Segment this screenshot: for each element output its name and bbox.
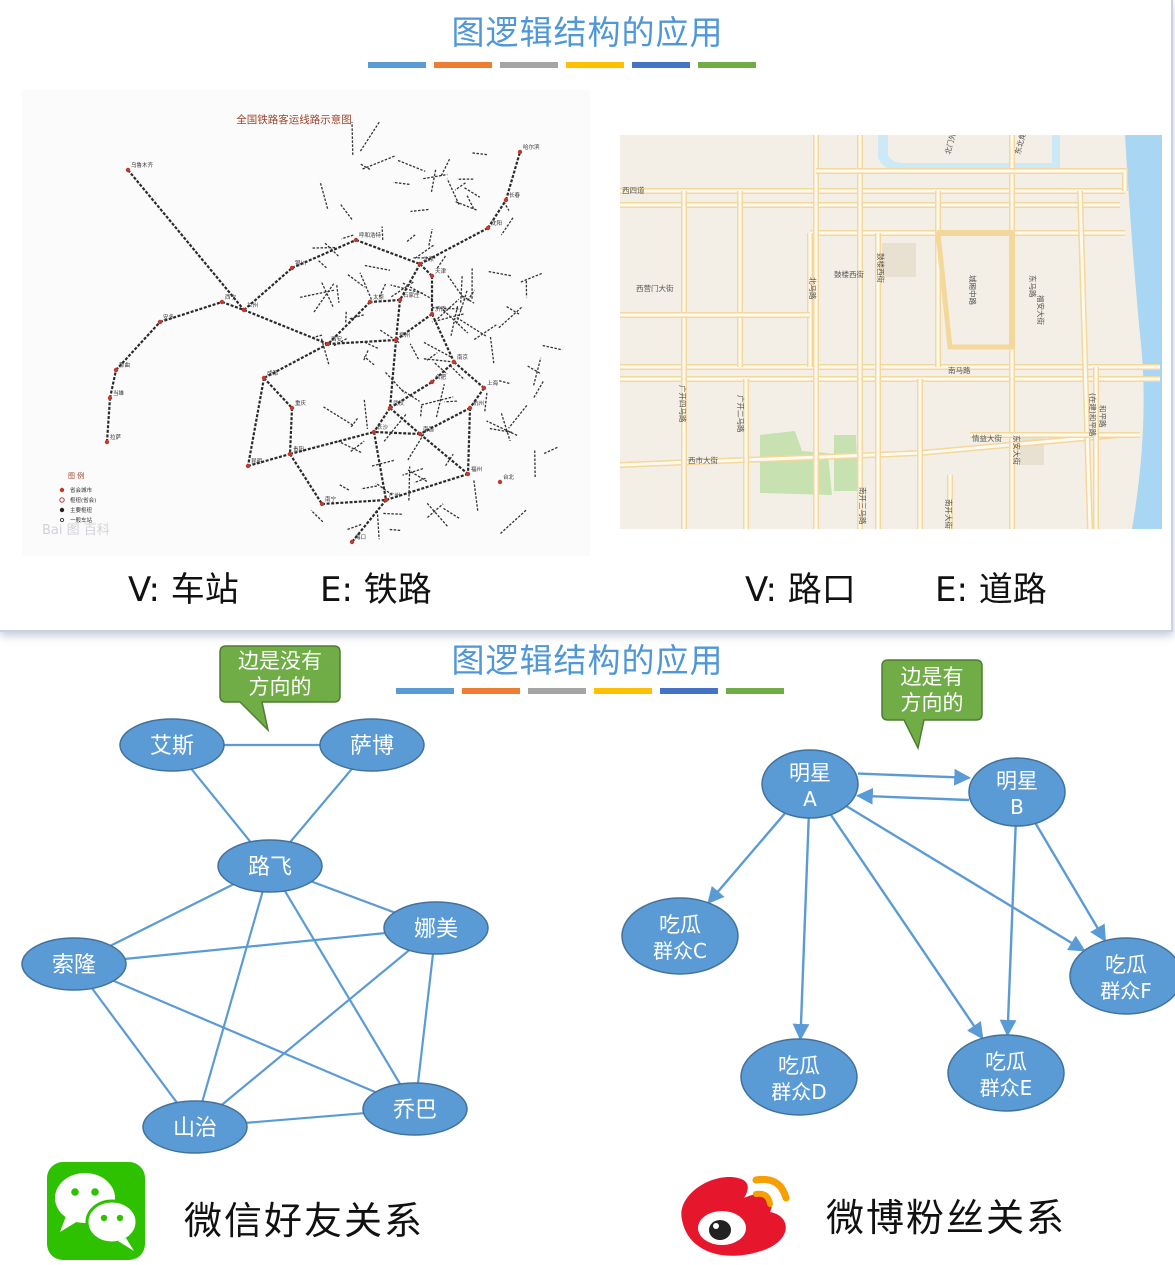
weibo-node-label-line-2: 群众C — [653, 939, 707, 963]
wechat-icon-eye-3 — [101, 1215, 107, 1221]
wechat-icon-eye-4 — [117, 1215, 123, 1221]
weibo-node-label-line-1: 吃瓜 — [778, 1054, 820, 1078]
callout-undirected-line-2: 方向的 — [249, 675, 312, 699]
wechat-node-label: 山治 — [173, 1116, 217, 1141]
weibo-edge — [800, 818, 808, 1039]
wechat-node-label: 索隆 — [52, 953, 96, 978]
weibo-node-label-line-2: B — [1010, 795, 1024, 819]
wechat-edge — [270, 866, 415, 1109]
weibo-node-label-line-2: 群众E — [980, 1076, 1033, 1100]
wechat-node-aisi: 艾斯 — [120, 719, 224, 771]
weibo-icon-eye-highlight — [713, 1223, 719, 1229]
weibo-node-label-line-2: A — [803, 787, 817, 811]
wechat-node-qiaoba: 乔巴 — [363, 1083, 467, 1135]
wechat-icon-eye-2 — [91, 1188, 99, 1196]
wechat-icon-bubble-small — [87, 1201, 137, 1243]
weibo-icon — [681, 1177, 786, 1256]
wechat-node-label: 娜美 — [414, 917, 458, 942]
weibo-edge — [846, 806, 1084, 951]
weibo-node-label-line-1: 明星 — [996, 769, 1038, 793]
wechat-node-label: 路飞 — [248, 855, 292, 880]
wechat-node-suolong: 索隆 — [22, 938, 126, 990]
weibo-icon-eye — [709, 1220, 731, 1240]
weibo-node-label-line-2: 群众F — [1100, 979, 1152, 1003]
wechat-icon-eye-1 — [71, 1188, 79, 1196]
callout-directed: 边是有 方向的 — [882, 660, 982, 748]
wechat-node-label: 艾斯 — [150, 734, 194, 759]
wechat-node-lufei: 路飞 — [218, 840, 322, 892]
weibo-node-f: 吃瓜群众F — [1070, 938, 1175, 1014]
weibo-graph-nodes: 明星A明星B吃瓜群众C吃瓜群众D吃瓜群众E吃瓜群众F — [622, 750, 1175, 1115]
weibo-node-label-line-1: 吃瓜 — [659, 913, 701, 937]
callout-directed-line-2: 方向的 — [901, 691, 964, 715]
callout-undirected: 边是没有 方向的 — [220, 646, 340, 730]
weibo-node-d: 吃瓜群众D — [741, 1039, 857, 1115]
weibo-edge — [858, 796, 969, 800]
weibo-edge — [1007, 826, 1015, 1035]
weibo-node-label-line-1: 明星 — [789, 761, 831, 785]
wechat-icon — [47, 1162, 145, 1260]
wechat-graph-nodes: 艾斯 萨博路飞娜美索隆山治 乔巴 — [22, 719, 488, 1153]
weibo-node-label-line-1: 吃瓜 — [985, 1050, 1027, 1074]
wechat-node-sabo: 萨博 — [320, 719, 424, 771]
wechat-label: 微信好友关系 — [184, 1190, 424, 1245]
weibo-node-a: 明星A — [762, 750, 858, 818]
callout-directed-line-1: 边是有 — [901, 665, 964, 689]
wechat-node-label: 萨博 — [350, 734, 394, 759]
weibo-label: 微博粉丝关系 — [826, 1187, 1066, 1242]
wechat-edge — [415, 928, 436, 1109]
weibo-node-label-line-1: 吃瓜 — [1105, 953, 1147, 977]
wechat-node-shanzhi: 山治 — [143, 1101, 247, 1153]
weibo-edge — [708, 813, 785, 903]
weibo-edge — [831, 815, 983, 1039]
wechat-node-label: 乔巴 — [393, 1098, 437, 1123]
weibo-node-b: 明星B — [969, 758, 1065, 826]
wechat-edge — [195, 866, 270, 1127]
weibo-edge — [1036, 823, 1106, 940]
weibo-edge — [858, 774, 969, 778]
wechat-node-nami: 娜美 — [384, 902, 488, 954]
weibo-node-label-line-2: 群众D — [771, 1080, 826, 1104]
wechat-graph-edges — [74, 745, 436, 1127]
wechat-edge — [74, 928, 436, 964]
callout-undirected-line-1: 边是没有 — [238, 649, 322, 673]
